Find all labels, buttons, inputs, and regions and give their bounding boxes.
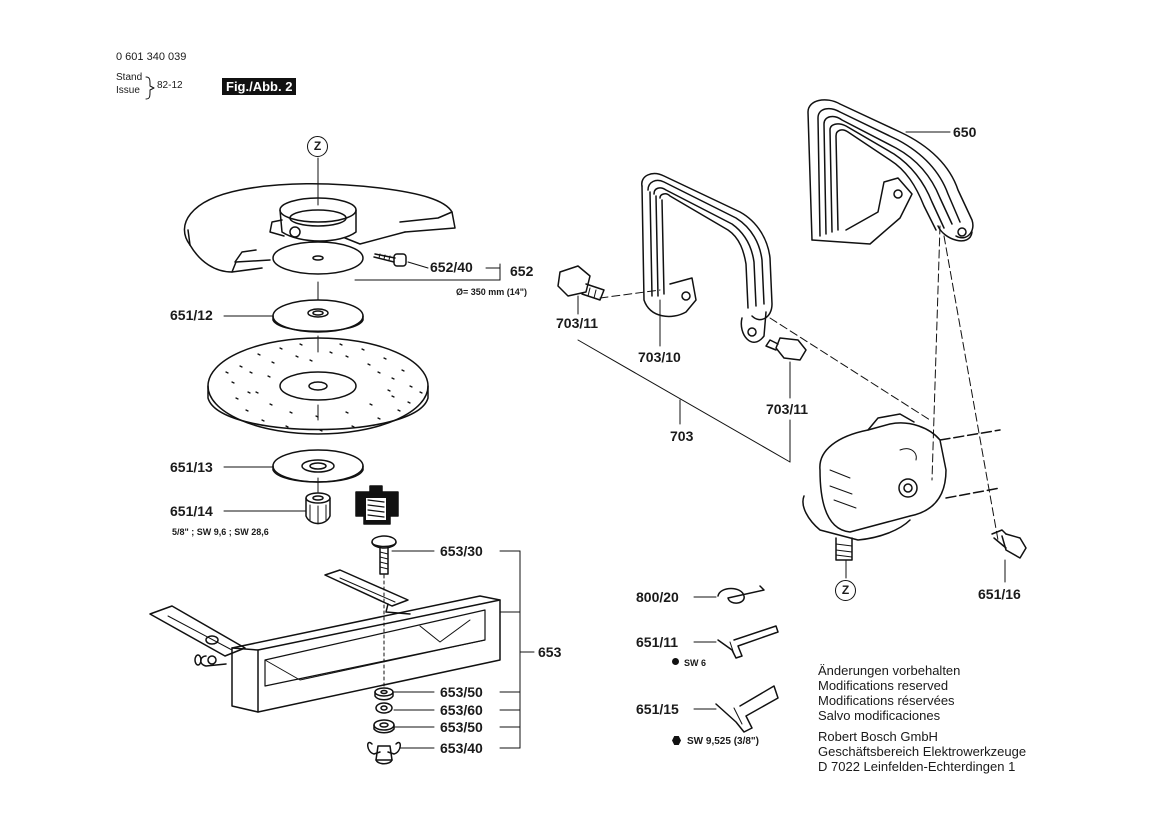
footer-line-4: Salvo modificaciones bbox=[818, 707, 941, 723]
footer-line-3: Modifications réservées bbox=[818, 692, 955, 708]
note-651-11-text: SW 6 bbox=[684, 658, 707, 668]
handle-650 bbox=[807, 99, 974, 245]
assembly-lines bbox=[599, 225, 999, 541]
flange-651-12 bbox=[272, 299, 364, 333]
label-703: 703 bbox=[670, 428, 694, 444]
issue-label: Issue bbox=[116, 85, 140, 96]
bullet-dot-icon bbox=[672, 658, 679, 665]
label-800-20: 800/20 bbox=[636, 589, 679, 605]
stand-issue-bracket bbox=[145, 76, 155, 100]
footer-line-1: Änderungen vorbehalten bbox=[818, 663, 961, 678]
footer-line-7: D 7022 Leinfelden-Echterdingen 1 bbox=[818, 758, 1016, 774]
document-number: 0 601 340 039 bbox=[116, 51, 187, 63]
screw-703-11-left bbox=[557, 265, 605, 301]
label-651-16: 651/16 bbox=[978, 586, 1021, 602]
hex-key-651-11 bbox=[717, 625, 779, 659]
cutting-guide-653 bbox=[149, 569, 501, 713]
washer-653-50-bottom bbox=[373, 719, 395, 734]
z-marker-bottom: Z bbox=[835, 580, 856, 601]
nut-651-14 bbox=[305, 492, 331, 525]
label-703-11-left: 703/11 bbox=[556, 315, 599, 331]
wheel-guard bbox=[183, 183, 456, 275]
screw-651-16 bbox=[991, 529, 1027, 559]
label-651-15: 651/15 bbox=[636, 701, 679, 717]
cutting-disc bbox=[207, 337, 429, 435]
footer-notes: Änderungen vorbehalten Modifications res… bbox=[818, 663, 1027, 775]
hex-key-651-15 bbox=[715, 685, 779, 733]
label-653: 653 bbox=[538, 644, 562, 660]
stand-label: Stand bbox=[116, 72, 143, 83]
nut-section-view bbox=[355, 485, 399, 525]
leader-lines-right bbox=[577, 131, 1006, 710]
footer-line-6: Geschäftsbereich Elektrowerkzeuge bbox=[818, 743, 1027, 759]
washer-653-50-top bbox=[374, 687, 394, 701]
revision-date: 82-12 bbox=[157, 80, 183, 91]
washer-653-60 bbox=[375, 702, 393, 714]
figure-tag: Fig./Abb. 2 bbox=[222, 78, 297, 95]
note-651-15-text: SW 9,525 (3/8") bbox=[687, 736, 759, 747]
screw-652-40 bbox=[373, 253, 407, 267]
flange-651-13 bbox=[272, 449, 364, 483]
label-651-13: 651/13 bbox=[170, 459, 213, 475]
footer-line-2: Modifications reserved bbox=[818, 677, 949, 693]
label-653-50-bottom: 653/50 bbox=[440, 719, 483, 735]
angle-grinder bbox=[802, 413, 1001, 561]
spring-clip-800-20 bbox=[717, 585, 765, 604]
label-650: 650 bbox=[953, 124, 977, 140]
note-651-14-sizes: 5/8" ; SW 9,6 ; SW 28,6 bbox=[172, 527, 269, 537]
label-651-12: 651/12 bbox=[170, 307, 213, 323]
bolt-653-30 bbox=[371, 535, 397, 575]
note-651-11-size: SW 6 bbox=[672, 658, 706, 668]
note-651-15-size: SW 9,525 (3/8") bbox=[672, 736, 759, 747]
label-653-40: 653/40 bbox=[440, 740, 483, 756]
hex-bullet-icon bbox=[672, 736, 681, 745]
leader-lines-left bbox=[223, 261, 535, 749]
label-703-10: 703/10 bbox=[638, 349, 681, 365]
label-653-30: 653/30 bbox=[440, 543, 483, 559]
z-marker-top: Z bbox=[307, 136, 328, 157]
label-703-11-right: 703/11 bbox=[766, 401, 809, 417]
label-653-60: 653/60 bbox=[440, 702, 483, 718]
label-651-14: 651/14 bbox=[170, 503, 213, 519]
label-652: 652 bbox=[510, 263, 534, 279]
label-652-40: 652/40 bbox=[430, 259, 473, 275]
label-651-11: 651/11 bbox=[636, 634, 679, 650]
handle-703-10 bbox=[641, 172, 773, 343]
footer-line-5: Robert Bosch GmbH bbox=[818, 728, 938, 744]
note-652-diameter: Ø= 350 mm (14") bbox=[456, 287, 528, 297]
screw-703-11-right bbox=[765, 337, 807, 361]
label-653-50-top: 653/50 bbox=[440, 684, 483, 700]
wing-nut-653-40 bbox=[367, 741, 401, 765]
